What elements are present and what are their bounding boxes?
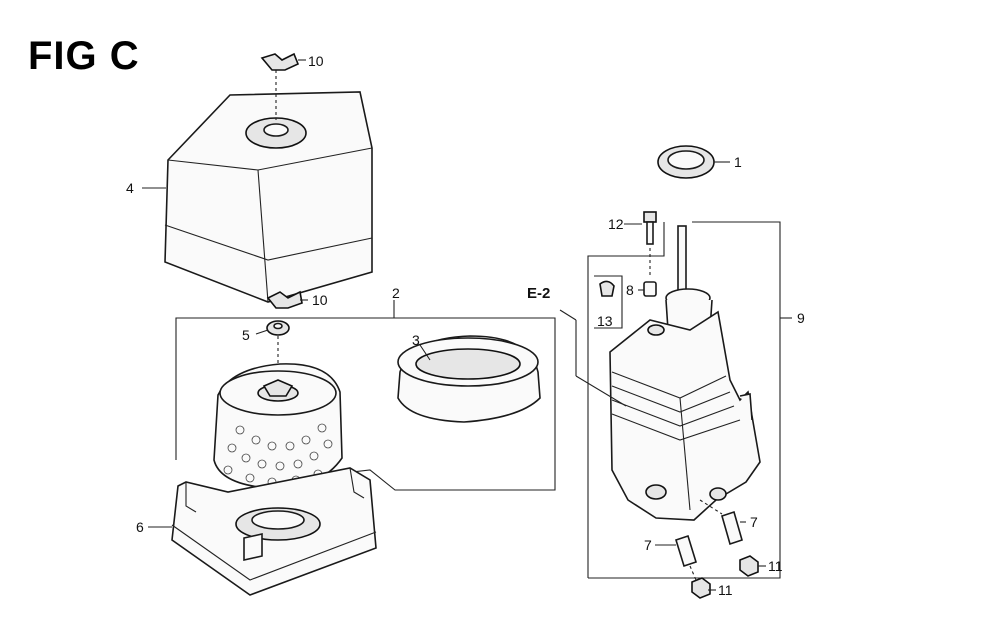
grommet [266, 320, 290, 372]
callout-7-right: 7 [750, 514, 758, 530]
callout-3: 3 [412, 332, 420, 348]
callout-12: 12 [608, 216, 624, 232]
bolt [643, 211, 657, 278]
callout-10-top: 10 [308, 53, 324, 69]
leader-lines [142, 59, 766, 591]
wing-nut-top [260, 52, 300, 120]
clip-detail-box [594, 275, 623, 329]
callout-11-left: 11 [718, 582, 733, 598]
flange-nut-right [739, 555, 759, 577]
callout-4: 4 [126, 180, 134, 196]
wing-nut-lower [266, 290, 303, 309]
callout-11-right: 11 [768, 558, 783, 574]
seal-ring [657, 145, 715, 179]
figure-title: FIG C [28, 34, 140, 78]
callout-1: 1 [734, 154, 742, 170]
callout-8: 8 [626, 282, 634, 298]
collar [643, 281, 657, 297]
air-cleaner-cover [164, 91, 373, 303]
callout-13: 13 [597, 313, 613, 329]
breather-tube-left [675, 534, 697, 581]
flange-nut-left [691, 577, 711, 599]
reference-label: E-2 [527, 285, 550, 302]
callout-10-lower: 10 [312, 292, 328, 308]
breather-tube-right [699, 499, 743, 546]
element-assembly-bracket [175, 300, 556, 491]
air-cleaner-case [171, 467, 377, 596]
elbow-assembly-bracket [587, 221, 792, 579]
foam-element [397, 335, 541, 423]
callout-6: 6 [136, 519, 144, 535]
air-cleaner-elbow [609, 225, 761, 521]
callout-5: 5 [242, 327, 250, 343]
callout-2: 2 [392, 285, 400, 301]
callout-9: 9 [797, 310, 805, 326]
paper-element [213, 363, 343, 489]
callout-7-left: 7 [644, 537, 652, 553]
